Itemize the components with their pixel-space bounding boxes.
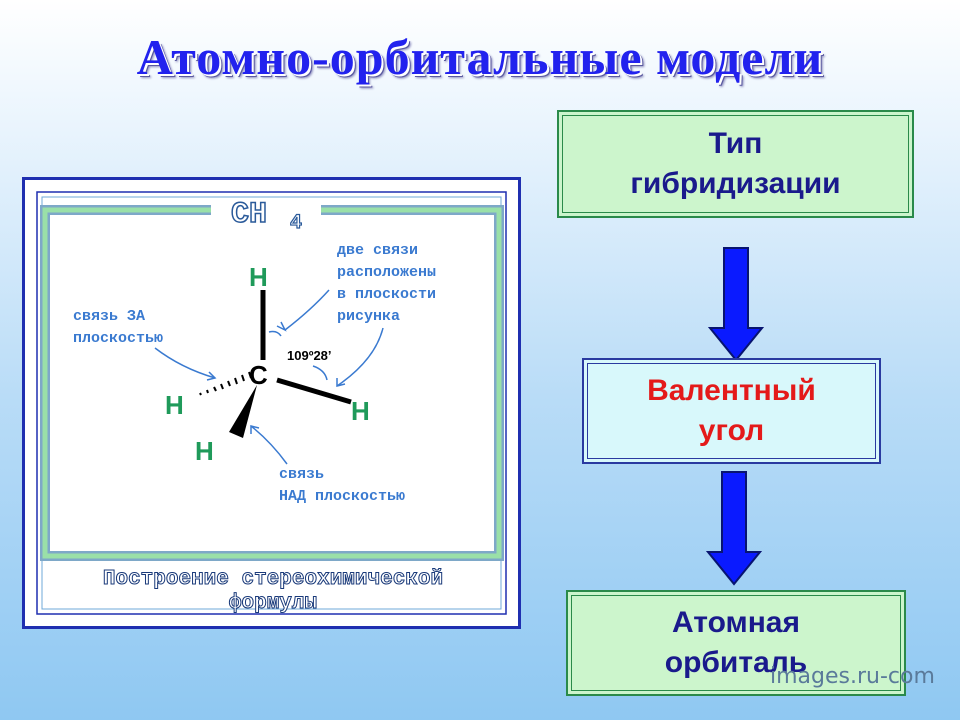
inner-frame-2 [41, 196, 502, 610]
atom-carbon: C [249, 360, 268, 390]
caption: Построение стереохимической формулы [102, 568, 443, 616]
arrow-behind-head [206, 371, 217, 381]
note-above-1: связь [279, 466, 324, 483]
note-behind-1: связь ЗА [73, 308, 145, 325]
green-frame [42, 207, 502, 559]
arrow-down-2 [706, 471, 762, 586]
arrow-above-head [250, 425, 260, 434]
box-valence-line2: угол [698, 414, 765, 447]
arrow-above [250, 425, 288, 465]
box-orbital-line1: Атомная [672, 606, 800, 639]
arrow-plane-right [336, 327, 384, 387]
ch4-stereo-diagram: CH 4 C H H H H 109º28’ две связи [36, 191, 507, 616]
note-plane-3: в плоскости [337, 286, 436, 303]
atom-h-top: H [249, 262, 268, 292]
page-title: Атомно-орбитальные модели [136, 29, 824, 85]
caption-line-1: Построение стереохимической [103, 568, 443, 591]
box-hybridization-type: Тип гибридизации [557, 110, 914, 218]
bond-above-wedge [229, 385, 257, 438]
note-plane-1: две связи [337, 242, 418, 259]
arrow-plane-top-head [276, 321, 287, 332]
arrow-plane-top [284, 289, 330, 331]
note-plane-4: рисунка [337, 308, 400, 325]
formula-sub: 4 [290, 212, 302, 235]
box-valence-angle: Валентный угол [582, 358, 881, 464]
box-valence-line1: Валентный [647, 374, 816, 407]
watermark: images.ru-com [770, 664, 935, 689]
caption-line-2: формулы [229, 592, 317, 615]
box-atomic-orbital: Атомная орбиталь [566, 590, 906, 696]
ch4-figure-panel: CH 4 C H H H H 109º28’ две связи [22, 177, 521, 629]
formula-main: CH [231, 198, 267, 232]
annotation-arrows [154, 289, 384, 465]
bond-behind-hashed [199, 371, 252, 396]
angle-arc-top [268, 330, 282, 337]
bond-right [276, 377, 352, 405]
box-hybridization-line1: Тип [708, 127, 763, 160]
arrow-down-1 [708, 247, 764, 362]
arrow-plane-right-head [336, 378, 346, 387]
atom-h-left: H [165, 390, 184, 420]
atom-h-right: H [351, 396, 370, 426]
angle-label: 109º28’ [287, 348, 332, 363]
note-plane-2: расположены [337, 264, 436, 281]
atom-h-bottom: H [195, 436, 214, 466]
angle-arc-right [312, 365, 328, 381]
arrow-behind [154, 347, 216, 379]
note-above-2: НАД плоскостью [279, 488, 405, 505]
annotations: две связи расположены в плоскости рисунк… [73, 242, 436, 505]
box-hybridization-line2: гибридизации [630, 167, 841, 200]
box-orbital-line2: орбиталь [664, 646, 808, 679]
note-behind-2: плоскостью [73, 330, 163, 347]
